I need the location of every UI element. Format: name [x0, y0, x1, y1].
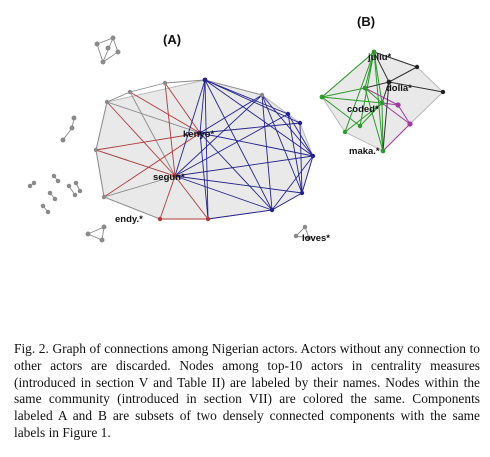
node-label-juliu: juliu*: [367, 52, 392, 63]
panel-b-label: (B): [357, 14, 375, 29]
node-label-maka: maka.*: [349, 146, 380, 157]
figure-caption: Fig. 2. Graph of connections among Niger…: [14, 341, 480, 442]
node-label-coded: coded*: [347, 104, 379, 115]
component-b-nodes: [319, 49, 446, 154]
small-components: [27, 35, 312, 243]
node-label-segun: segun*: [153, 172, 185, 183]
node-label-loves: loves*: [302, 233, 330, 244]
component-a-edges: [95, 79, 314, 220]
node-label-endy: endy.*: [115, 214, 143, 225]
panel-a-label: (A): [163, 32, 181, 47]
network-graph: (A) (B) kenyo* segun* endy.* loves* juli…: [27, 14, 446, 244]
node-label-kenyo: kenyo*: [183, 129, 214, 140]
figure-caption-text: Fig. 2. Graph of connections among Niger…: [14, 341, 480, 440]
component-a-nodes: [93, 77, 316, 222]
node-label-dolla: dolla*: [386, 83, 412, 94]
